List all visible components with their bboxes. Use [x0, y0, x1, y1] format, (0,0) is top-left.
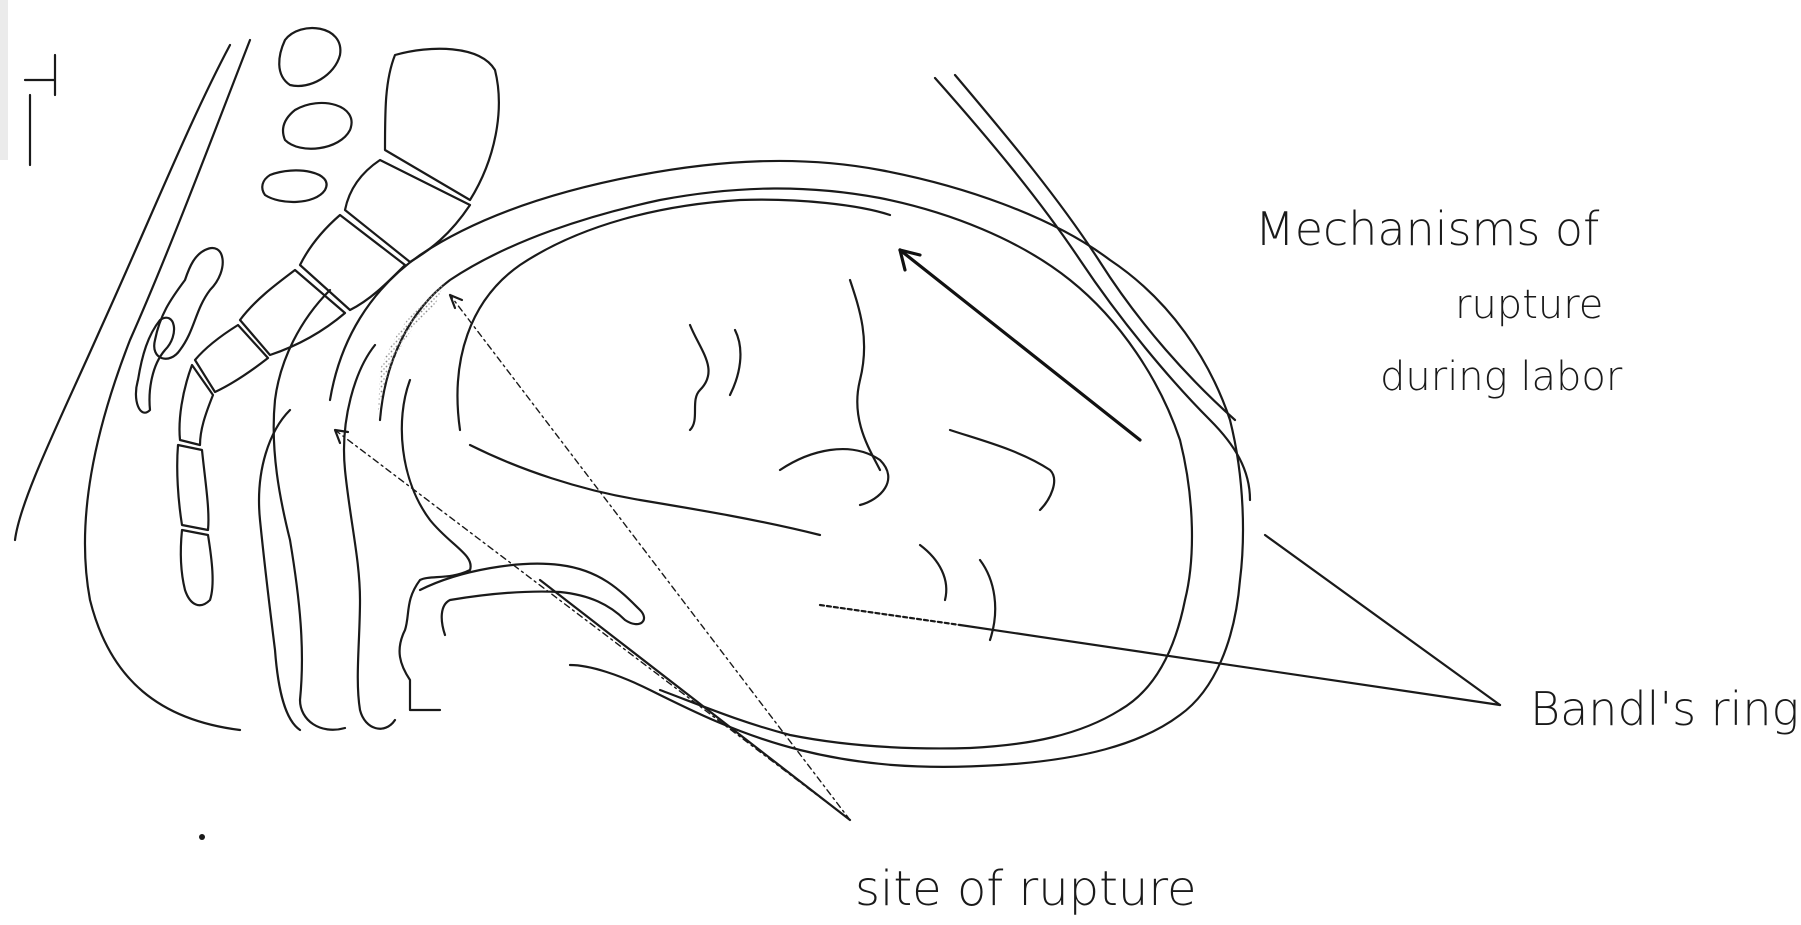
vertebra: [345, 160, 470, 262]
vertebra: [300, 215, 405, 310]
corner-mark: [25, 55, 55, 165]
thinned-lower-segment: [378, 282, 445, 415]
uterus-inner-wall: [380, 188, 1192, 748]
site-of-rupture-label: site of rupture: [855, 861, 1197, 917]
vertebra: [180, 365, 214, 445]
pointer-line-bandls-upper: [1265, 535, 1500, 705]
fetal-limb: [950, 430, 1054, 510]
process: [279, 28, 340, 86]
vertebra: [385, 49, 499, 200]
anterior-abdominal-wall-inner: [955, 75, 1235, 420]
bandls-ring-mark: [820, 605, 960, 625]
scan-edge-artifact: [0, 0, 8, 160]
anterior-abdominal-wall: [935, 78, 1250, 500]
fetal-limb: [850, 280, 880, 470]
fetal-body: [470, 445, 820, 535]
title-line-2: rupture: [1455, 282, 1603, 328]
vertebra: [195, 325, 268, 392]
fetal-head-outline: [458, 200, 891, 430]
uterus-outer-wall: [330, 161, 1243, 767]
fetal-limb: [920, 545, 946, 600]
title-line-1: Mechanisms of: [1255, 202, 1600, 256]
bandls-ring-label: Bandl's ring: [1530, 682, 1799, 736]
ink-dot: [199, 834, 205, 840]
sacrum-segment: [177, 445, 208, 530]
rectum-wall: [274, 290, 345, 730]
rupture-arrowhead: [450, 295, 462, 308]
process: [283, 103, 352, 149]
process: [262, 170, 326, 202]
title-line-3: during labor: [1380, 354, 1623, 400]
force-arrow: [900, 250, 1140, 440]
fetal-limb: [780, 449, 888, 505]
pointer-line-rupture-upper: [450, 295, 850, 820]
process: [136, 318, 174, 413]
vertebral-column: [136, 28, 499, 605]
fetal-ear: [690, 325, 709, 430]
vaginal-wall: [344, 345, 395, 729]
fetal-feature: [730, 330, 740, 395]
abdominal-wall-outer: [15, 45, 230, 540]
abdominal-wall-inner: [85, 40, 250, 730]
coccyx: [181, 530, 213, 605]
